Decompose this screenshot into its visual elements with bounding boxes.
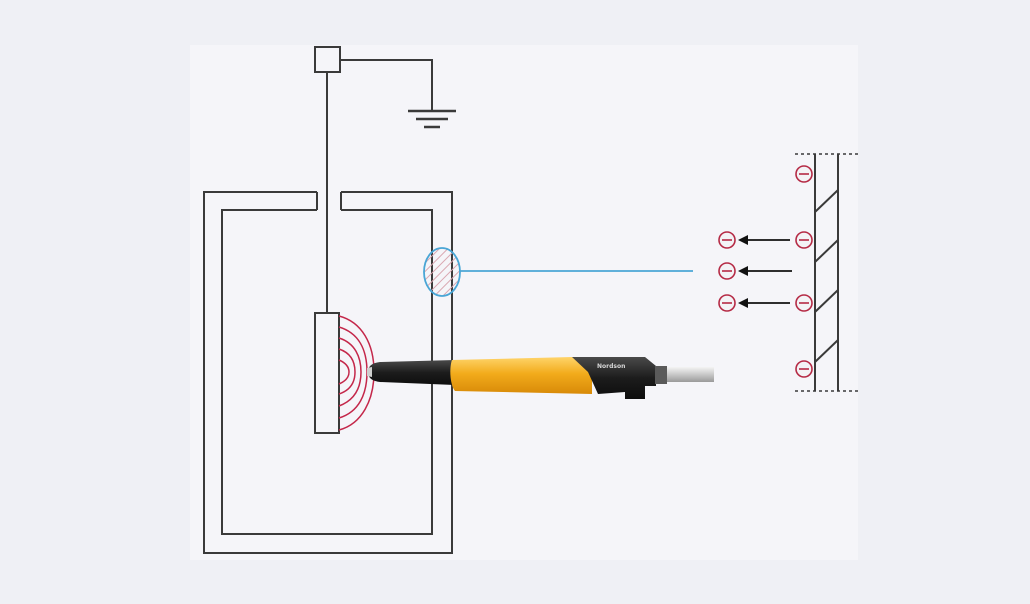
wall-hatching [814, 189, 839, 363]
gun-handle [572, 357, 656, 399]
booth-inner-wall [221, 209, 433, 535]
negative-charge-icon [718, 294, 736, 312]
negative-charge-icon [718, 262, 736, 280]
gun-body [450, 357, 592, 394]
gun-brand-label: Nordson [597, 363, 625, 370]
negative-charge-icon [795, 165, 813, 183]
spray-gun-icon: Nordson [367, 357, 714, 399]
gun-hose [667, 367, 714, 382]
negative-charge-icon [795, 231, 813, 249]
wall-detail [795, 153, 858, 392]
workpiece [314, 312, 340, 434]
repel-arrow-icon [738, 235, 790, 245]
negative-charge-icon [718, 231, 736, 249]
callout-highlight-ellipse [423, 247, 461, 297]
ground-connection [314, 46, 456, 313]
gun-nozzle [367, 367, 372, 377]
negative-charge-icon [795, 360, 813, 378]
ground-symbol-icon [408, 109, 456, 129]
gun-tip [368, 360, 455, 385]
repel-arrow-icon [738, 266, 792, 276]
negative-charge-icon [795, 294, 813, 312]
gun-connector [655, 366, 667, 384]
spray-booth [203, 191, 453, 554]
booth-outer-wall [203, 191, 453, 554]
wall-charges [795, 165, 813, 378]
repel-arrow-icon [738, 298, 790, 308]
repelled-charges [718, 231, 792, 312]
ground-wire [340, 59, 433, 111]
detail-callout [423, 247, 693, 297]
